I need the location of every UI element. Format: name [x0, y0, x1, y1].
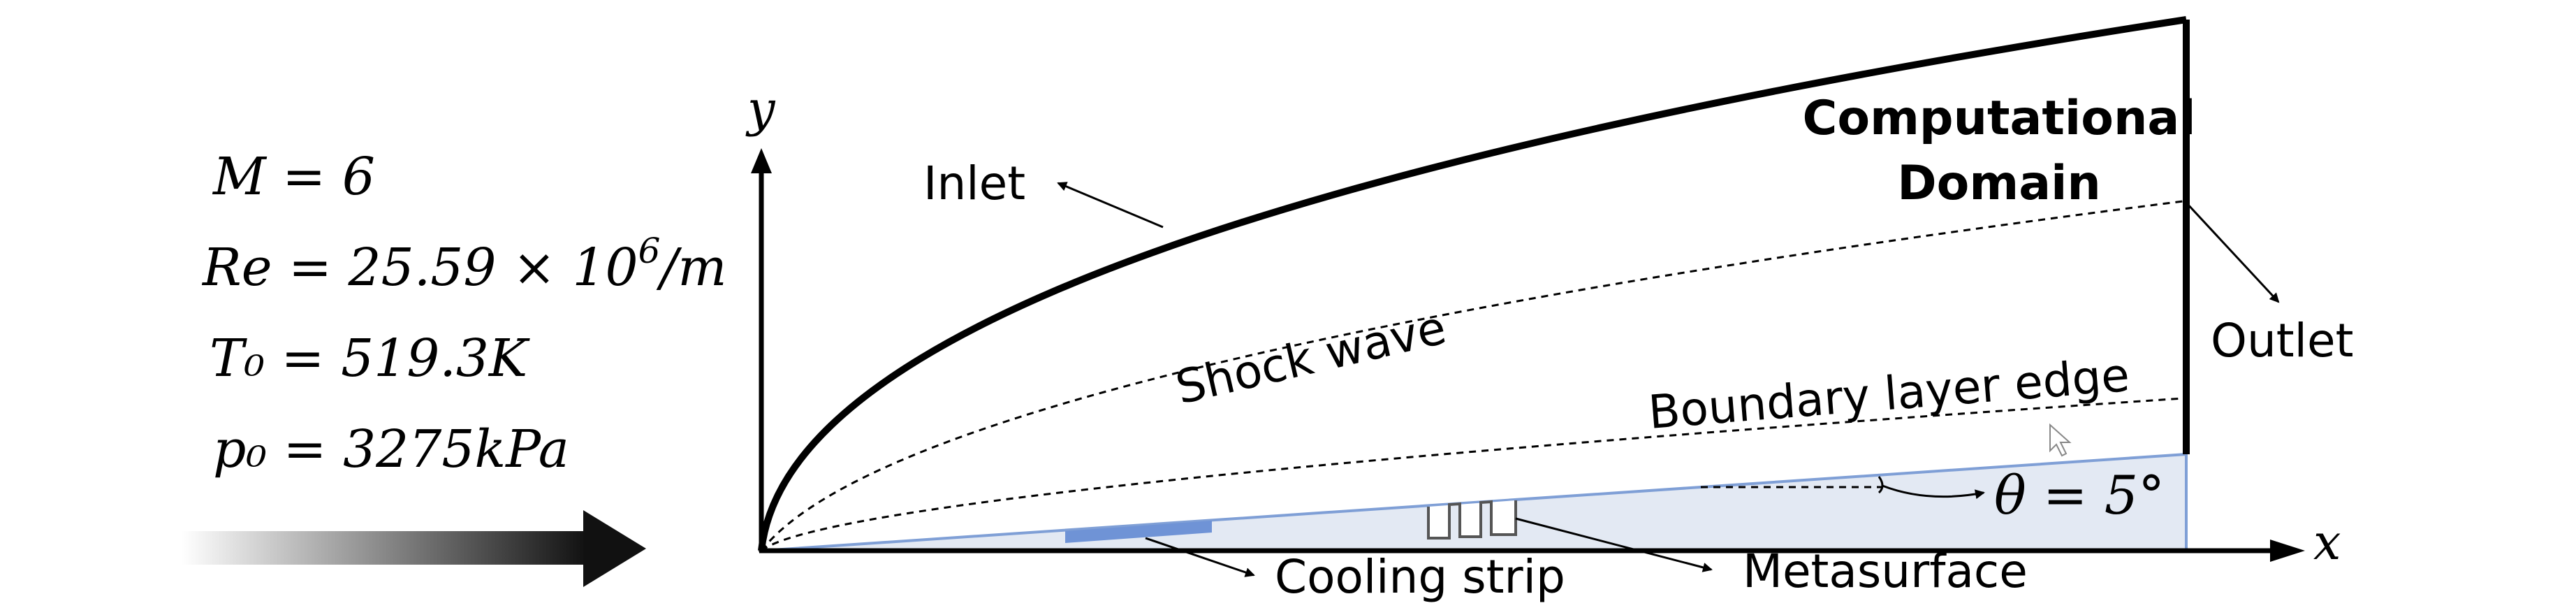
y-axis-arrowhead — [751, 148, 772, 173]
cooling-strip — [1065, 521, 1212, 543]
total-pressure: p₀ = 3275kPa — [213, 419, 569, 479]
x-axis-label: x — [2313, 514, 2341, 571]
mach-number: M = 6 — [212, 147, 375, 207]
shock-wave-label: Shock wave — [1171, 301, 1451, 415]
domain-title-line2: Domain — [1897, 156, 2101, 211]
reynolds-number: Re = 25.59 × 106/m — [201, 231, 727, 298]
boundary-layer-label: Boundary layer edge — [1646, 348, 2131, 440]
mouse-cursor-icon — [2049, 423, 2072, 457]
outlet-pointer — [2185, 201, 2280, 303]
cooling-strip-label: Cooling strip — [1275, 550, 1565, 604]
angle-arc — [1878, 476, 1884, 494]
shock-wave-line — [760, 200, 2183, 551]
metasurface-pointer — [1515, 517, 1713, 572]
wedge-angle: θ = 5° — [1994, 464, 2165, 526]
freestream-conditions: M = 6 Re = 25.59 × 106/m T₀ = 519.3K p₀ … — [201, 147, 727, 479]
metasurface-cavities — [1427, 500, 1517, 540]
cooling-strip-pointer — [1145, 537, 1255, 577]
outlet-label: Outlet — [2211, 314, 2353, 368]
boundary-layer-edge-line — [761, 397, 2183, 552]
total-temperature: T₀ = 519.3K — [210, 328, 530, 389]
inlet-pointer — [1057, 182, 1164, 229]
freestream-flow-arrow — [182, 510, 646, 587]
domain-title-line1: Computational — [1802, 91, 2195, 146]
inlet-label: Inlet — [923, 157, 1025, 210]
x-axis-arrowhead — [2270, 540, 2305, 562]
y-axis-label: y — [745, 80, 776, 138]
metasurface-label: Metasurface — [1743, 544, 2028, 598]
inlet-boundary — [758, 16, 2187, 551]
angle-pointer — [1882, 484, 1985, 500]
